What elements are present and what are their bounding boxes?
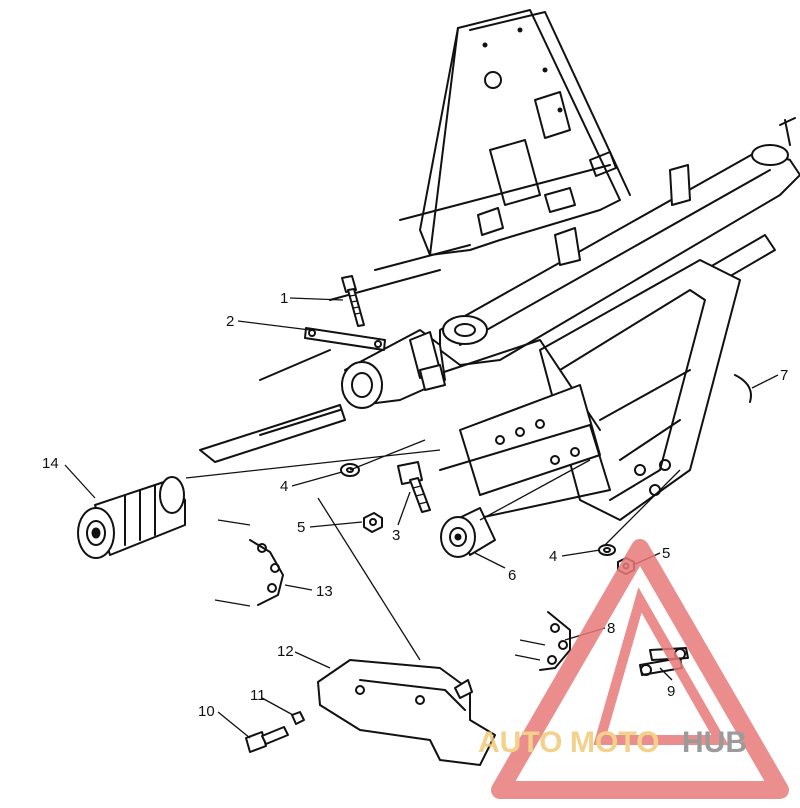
callout-2: 2 — [226, 313, 234, 330]
part-6-roller — [440, 507, 496, 558]
watermark-text-moto: MOTO — [570, 726, 659, 759]
leader-lines — [64, 297, 779, 739]
callout-5: 5 — [297, 519, 305, 536]
rear-frame — [419, 9, 631, 256]
part-10-bolt — [245, 726, 289, 753]
watermark-logo: AUTO MOTO HUB — [478, 539, 789, 799]
part-11-washer — [291, 711, 305, 725]
part-1-bolt — [341, 275, 365, 327]
callout-labels: 1 2 3 4 5 6 7 4 5 8 9 10 11 12 13 14 — [42, 290, 788, 720]
callout-3: 3 — [392, 527, 400, 544]
part-14-roller — [77, 476, 186, 559]
callout-8: 8 — [607, 620, 615, 637]
callout-12: 12 — [277, 643, 294, 660]
callout-6: 6 — [508, 567, 516, 584]
watermark-triangle-icon — [491, 539, 789, 799]
callout-4: 4 — [280, 478, 288, 495]
callout-5b: 5 — [662, 545, 670, 562]
part-2-link — [304, 327, 386, 351]
part-7-clip — [734, 374, 752, 403]
part-12-guard-plate — [317, 659, 496, 766]
callout-10: 10 — [198, 703, 215, 720]
callout-7: 7 — [780, 367, 788, 384]
pivot-bracket-assembly — [199, 329, 611, 521]
callout-14: 14 — [42, 455, 59, 472]
part-4-washer-right — [598, 544, 616, 556]
callout-9: 9 — [667, 683, 675, 700]
part-8-track-segment — [514, 611, 571, 671]
callout-4b: 4 — [549, 548, 557, 565]
part-5-nut — [363, 512, 383, 533]
callout-11: 11 — [250, 687, 266, 704]
watermark-text-hub: HUB — [682, 726, 747, 759]
callout-13: 13 — [316, 583, 333, 600]
watermark-text-auto: AUTO — [478, 726, 562, 759]
callout-1: 1 — [280, 290, 288, 307]
frame-crossmember — [259, 117, 800, 521]
part-3-bolt — [397, 461, 431, 513]
part-13-track-segment — [214, 519, 284, 607]
